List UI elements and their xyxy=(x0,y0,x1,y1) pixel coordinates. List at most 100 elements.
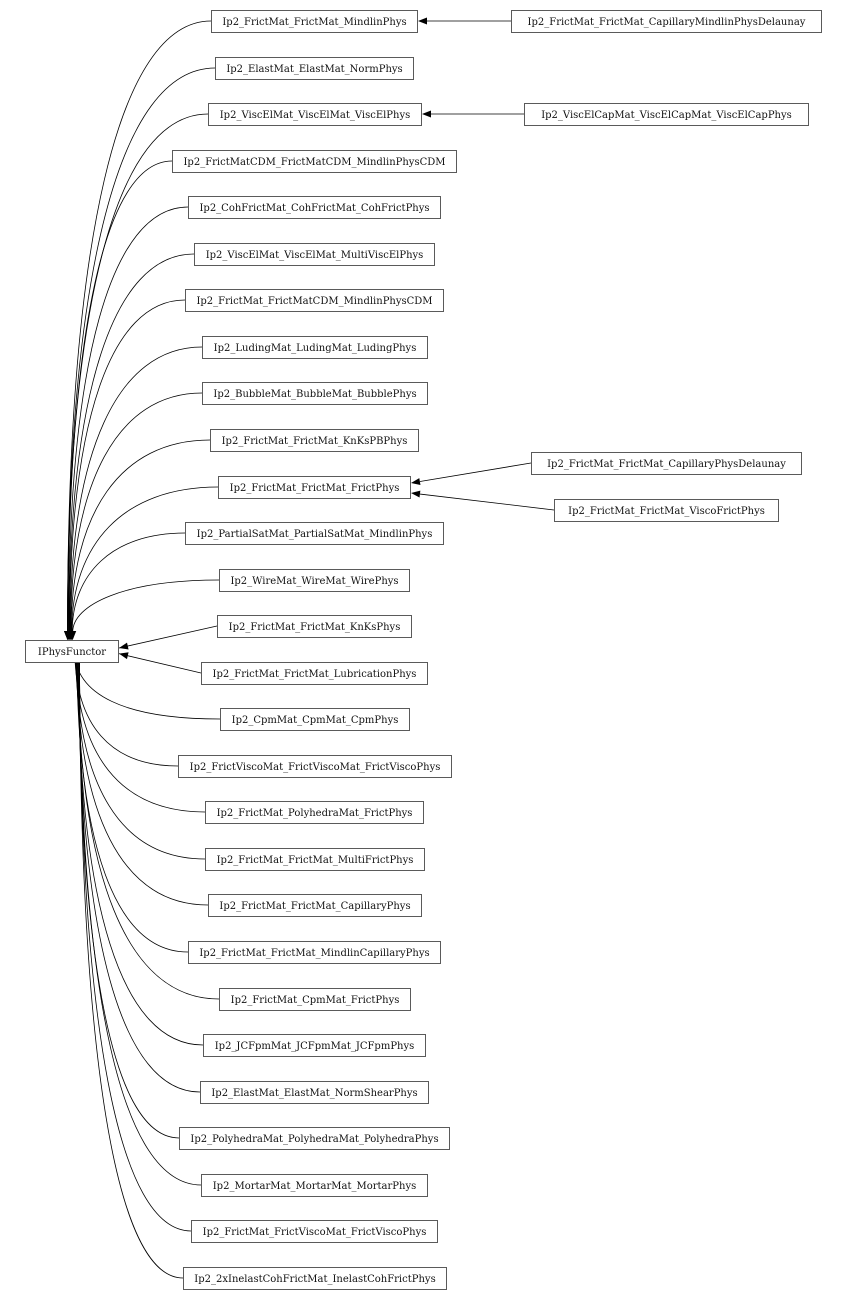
edge-c12-to-root xyxy=(71,532,186,633)
node-ip2-frictmat-frictmat-capillaryphysdelaunay[interactable]: Ip2_FrictMat_FrictMat_CapillaryPhysDelau… xyxy=(531,452,802,475)
arrowhead-c14 xyxy=(119,642,129,650)
node-box xyxy=(202,336,428,359)
node-box xyxy=(219,569,410,592)
node-box xyxy=(200,1081,429,1104)
node-ip2-elastmat-elastmat-normphys[interactable]: Ip2_ElastMat_ElastMat_NormPhys xyxy=(215,57,414,80)
node-ip2-frictmat-cpmmat-frictphys[interactable]: Ip2_FrictMat_CpmMat_FrictPhys xyxy=(219,988,411,1011)
edge-c13-to-root xyxy=(72,579,220,633)
node-label: Ip2_FrictMat_FrictMat_MindlinCapillaryPh… xyxy=(199,948,429,959)
node-box xyxy=(205,801,424,824)
edge-c9-to-root xyxy=(70,392,203,633)
node-box xyxy=(188,941,441,964)
node-box xyxy=(183,1267,447,1290)
node-label: Ip2_FrictMat_FrictMat_LubricationPhys xyxy=(213,669,417,680)
edge-c24-to-root xyxy=(78,648,201,1093)
node-ip2-viscelcapmat-viscelcapmat-viscelcapphys[interactable]: Ip2_ViscElCapMat_ViscElCapMat_ViscElCapP… xyxy=(524,103,809,126)
node-ip2-cpmmat-cpmmat-cpmphys[interactable]: Ip2_CpmMat_CpmMat_CpmPhys xyxy=(220,708,410,731)
node-label: Ip2_MortarMat_MortarMat_MortarPhys xyxy=(213,1181,417,1192)
node-box xyxy=(185,522,444,545)
node-ip2-frictmat-frictmat-knksphys[interactable]: Ip2_FrictMat_FrictMat_KnKsPhys xyxy=(217,615,412,638)
arrowhead-c15 xyxy=(119,652,129,660)
node-ip2-bubblemat-bubblemat-bubblephys[interactable]: Ip2_BubbleMat_BubbleMat_BubblePhys xyxy=(202,382,428,405)
node-ip2-frictviscomat-frictviscomat-frictviscophys[interactable]: Ip2_FrictViscoMat_FrictViscoMat_FrictVis… xyxy=(178,755,452,778)
node-box xyxy=(219,988,411,1011)
node-label: Ip2_2xInelastCohFrictMat_InelastCohFrict… xyxy=(194,1274,435,1285)
node-ip2-cohfrictmat-cohfrictmat-cohfrictphys[interactable]: Ip2_CohFrictMat_CohFrictMat_CohFrictPhys xyxy=(188,196,441,219)
node-label: Ip2_ElastMat_ElastMat_NormShearPhys xyxy=(211,1088,417,1099)
node-label: Ip2_CpmMat_CpmMat_CpmPhys xyxy=(232,715,399,726)
node-ip2-frictmat-frictmat-mindlinphys[interactable]: Ip2_FrictMat_FrictMat_MindlinPhys xyxy=(211,10,418,33)
node-box xyxy=(25,640,119,663)
node-ip2-viscelmat-viscelmat-multiviscelphys[interactable]: Ip2_ViscElMat_ViscElMat_MultiViscElPhys xyxy=(194,243,435,266)
node-box xyxy=(211,10,418,33)
node-label: Ip2_FrictMat_CpmMat_FrictPhys xyxy=(231,995,400,1006)
node-ip2-polyhedramat-polyhedramat-polyhedraphys[interactable]: Ip2_PolyhedraMat_PolyhedraMat_PolyhedraP… xyxy=(179,1127,450,1150)
node-label: Ip2_FrictMat_FrictMat_CapillaryMindlinPh… xyxy=(528,17,806,28)
node-box xyxy=(172,150,457,173)
node-ip2-2xinelastcohfrictmat-inelastcohfrictphys[interactable]: Ip2_2xInelastCohFrictMat_InelastCohFrict… xyxy=(183,1267,447,1290)
node-label: Ip2_FrictMat_PolyhedraMat_FrictPhys xyxy=(217,808,413,819)
node-label: Ip2_FrictMat_FrictMat_MindlinPhys xyxy=(222,17,406,28)
node-label: Ip2_PartialSatMat_PartialSatMat_MindlinP… xyxy=(197,529,433,540)
node-label: Ip2_LudingMat_LudingMat_LudingPhys xyxy=(214,343,417,354)
node-ip2-wiremat-wiremat-wirephys[interactable]: Ip2_WireMat_WireMat_WirePhys xyxy=(219,569,410,592)
node-ip2-frictmat-frictviscomat-frictviscophys[interactable]: Ip2_FrictMat_FrictViscoMat_FrictViscoPhy… xyxy=(191,1220,438,1243)
node-ip2-frictmat-frictmat-mindlincapillaryphys[interactable]: Ip2_FrictMat_FrictMat_MindlinCapillaryPh… xyxy=(188,941,441,964)
node-box xyxy=(210,429,419,452)
node-label: Ip2_FrictMat_FrictMat_MultiFrictPhys xyxy=(217,855,414,866)
edge-c25-to-root xyxy=(78,648,180,1139)
edge-c7-to-root xyxy=(69,299,186,633)
node-box xyxy=(191,1220,438,1243)
node-ip2-ludingmat-ludingmat-ludingphys[interactable]: Ip2_LudingMat_LudingMat_LudingPhys xyxy=(202,336,428,359)
edge-g3-to-c11 xyxy=(419,462,532,482)
node-ip2-partialsatmat-partialsatmat-mindlinphys[interactable]: Ip2_PartialSatMat_PartialSatMat_MindlinP… xyxy=(185,522,444,545)
nodes: IPhysFunctorIp2_FrictMat_FrictMat_Mindli… xyxy=(25,10,822,1290)
edge-c1-to-root xyxy=(67,20,212,633)
node-label: Ip2_WireMat_WireMat_WirePhys xyxy=(230,576,398,587)
node-ip2-frictmat-frictmat-frictphys[interactable]: Ip2_FrictMat_FrictMat_FrictPhys xyxy=(218,476,411,499)
node-label: Ip2_JCFpmMat_JCFpmMat_JCFpmPhys xyxy=(215,1041,415,1052)
node-box xyxy=(208,894,422,917)
node-ip2-frictmat-frictmat-viscofrictphys[interactable]: Ip2_FrictMat_FrictMat_ViscoFrictPhys xyxy=(554,499,779,522)
node-box xyxy=(220,708,410,731)
edge-c21-to-root xyxy=(76,648,189,953)
node-label: Ip2_FrictMat_FrictMat_FrictPhys xyxy=(230,483,400,494)
arrowhead-c13 xyxy=(69,631,77,640)
node-label: Ip2_CohFrictMat_CohFrictMat_CohFrictPhys xyxy=(199,203,429,214)
node-box xyxy=(185,289,444,312)
node-label: IPhysFunctor xyxy=(38,647,106,658)
node-box xyxy=(202,382,428,405)
node-ip2-frictmat-frictmat-capillarymindlinphysdelaunay[interactable]: Ip2_FrictMat_FrictMat_CapillaryMindlinPh… xyxy=(511,10,822,33)
node-label: Ip2_FrictMat_FrictMat_KnKsPBPhys xyxy=(222,436,408,447)
node-label: Ip2_ViscElMat_ViscElMat_MultiViscElPhys xyxy=(206,250,424,261)
edge-c27-to-root xyxy=(79,648,192,1232)
node-ip2-viscelmat-viscelmat-viscelphys[interactable]: Ip2_ViscElMat_ViscElMat_ViscElPhys xyxy=(208,103,422,126)
node-ip2-frictmat-frictmat-capillaryphys[interactable]: Ip2_FrictMat_FrictMat_CapillaryPhys xyxy=(208,894,422,917)
node-label: Ip2_FrictMat_FrictMatCDM_MindlinPhysCDM xyxy=(196,296,432,307)
edge-c28-to-root xyxy=(79,648,184,1279)
node-ip2-frictmat-frictmat-knkspbphys[interactable]: Ip2_FrictMat_FrictMat_KnKsPBPhys xyxy=(210,429,419,452)
edge-c26-to-root xyxy=(79,648,202,1186)
node-ip2-jcfpmmat-jcfpmmat-jcfpmphys[interactable]: Ip2_JCFpmMat_JCFpmMat_JCFpmPhys xyxy=(203,1034,426,1057)
node-box xyxy=(524,103,809,126)
node-box xyxy=(201,662,428,685)
node-ip2-elastmat-elastmat-normshearphys[interactable]: Ip2_ElastMat_ElastMat_NormShearPhys xyxy=(200,1081,429,1104)
edge-c15-to-root xyxy=(118,653,202,674)
node-label: Ip2_FrictMat_FrictMat_CapillaryPhysDelau… xyxy=(547,459,786,470)
edges xyxy=(64,17,555,1279)
edge-c5-to-root xyxy=(68,206,189,633)
node-box xyxy=(511,10,822,33)
node-ip2-frictmat-frictmat-multifrictphys[interactable]: Ip2_FrictMat_FrictMat_MultiFrictPhys xyxy=(205,848,425,871)
node-ip2-frictmat-frictmat-lubricationphys[interactable]: Ip2_FrictMat_FrictMat_LubricationPhys xyxy=(201,662,428,685)
edge-c11-to-root xyxy=(71,486,219,633)
arrowhead-g4 xyxy=(411,490,421,498)
node-ip2-frictmatcdm-frictmatcdm-mindlinphyscdm[interactable]: Ip2_FrictMatCDM_FrictMatCDM_MindlinPhysC… xyxy=(172,150,457,173)
node-ip2-mortarmat-mortarmat-mortarphys[interactable]: Ip2_MortarMat_MortarMat_MortarPhys xyxy=(201,1174,428,1197)
node-iphysfunctor[interactable]: IPhysFunctor xyxy=(25,640,119,663)
node-label: Ip2_ViscElCapMat_ViscElCapMat_ViscElCapP… xyxy=(541,110,792,121)
node-ip2-frictmat-frictmatcdm-mindlinphyscdm[interactable]: Ip2_FrictMat_FrictMatCDM_MindlinPhysCDM xyxy=(185,289,444,312)
arrowhead-g3 xyxy=(411,478,421,485)
edge-g4-to-c11 xyxy=(419,493,555,511)
node-ip2-frictmat-polyhedramat-frictphys[interactable]: Ip2_FrictMat_PolyhedraMat_FrictPhys xyxy=(205,801,424,824)
